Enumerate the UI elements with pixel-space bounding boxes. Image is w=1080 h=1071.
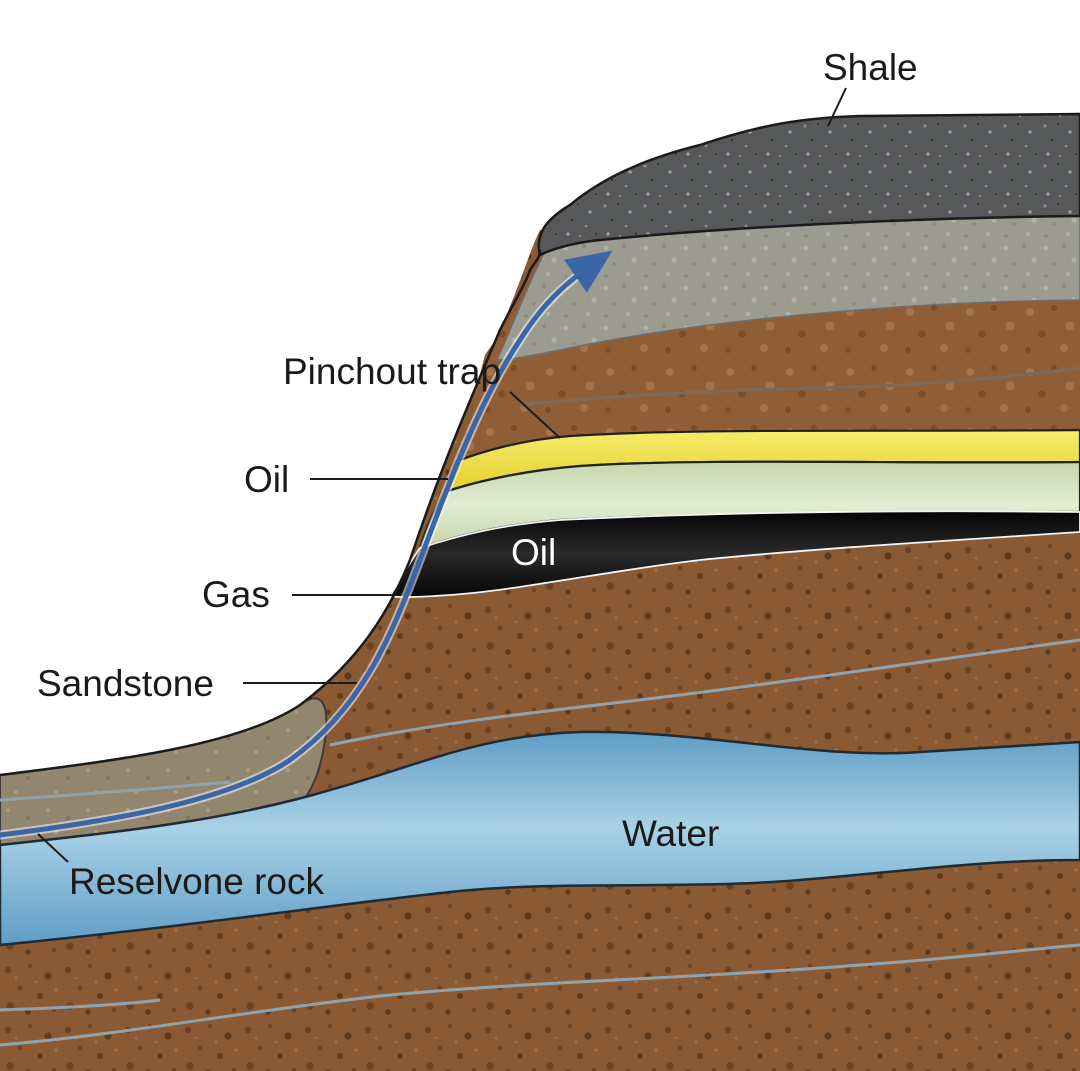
reservoir-leader-line xyxy=(37,833,69,863)
water-layer xyxy=(0,730,1080,947)
pinchout-leader-line xyxy=(509,391,561,439)
shale-cap-layer xyxy=(537,112,1080,257)
black-oil-layer xyxy=(388,510,1080,598)
strata-line xyxy=(0,780,231,802)
strata-line xyxy=(519,366,1080,407)
oil-label-left: Oil xyxy=(244,459,289,500)
strata-line xyxy=(0,943,1080,1047)
gas-label: Gas xyxy=(202,574,270,615)
migration-arrow-icon xyxy=(0,250,613,838)
slope-outline xyxy=(0,249,542,777)
sandstone-label: Sandstone xyxy=(37,663,214,704)
strata-line xyxy=(329,638,1080,747)
strata-line xyxy=(0,998,161,1012)
reservoir-rock-label: Reselvone rock xyxy=(69,861,325,902)
water-label: Water xyxy=(622,813,719,854)
shale-leader-line xyxy=(827,87,847,127)
shale-label: Shale xyxy=(823,47,918,88)
pinchout-trap-label: Pinchout trap xyxy=(283,351,501,392)
oil-label-inside: Oil xyxy=(511,532,556,573)
